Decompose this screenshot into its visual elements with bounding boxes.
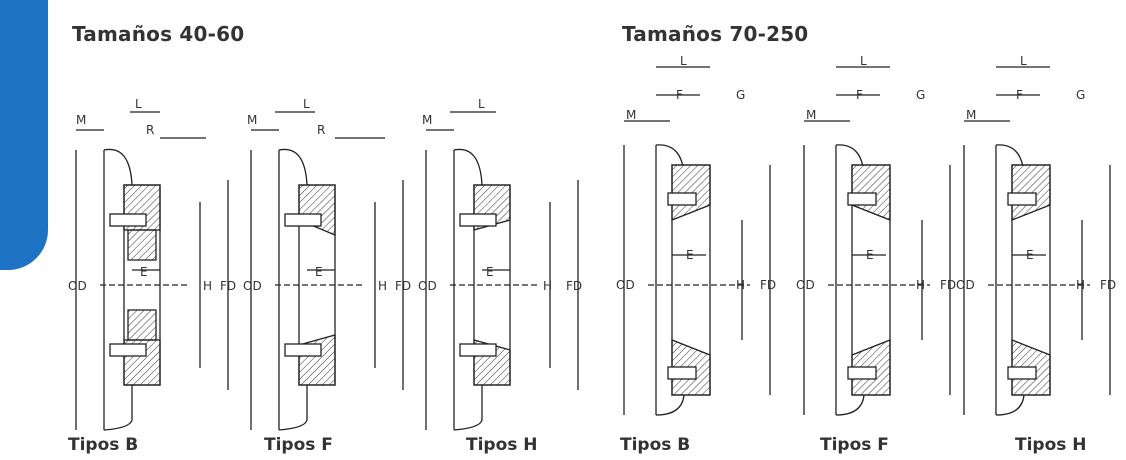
label-m: M [806, 108, 816, 122]
label-l: L [135, 97, 142, 111]
label-r: R [146, 123, 154, 137]
group-title-small-sizes: Tamaños 40-60 [72, 22, 245, 46]
label-fd: FD [220, 279, 236, 293]
label-e: E [140, 265, 148, 279]
label-e: E [315, 265, 323, 279]
label-h: H [543, 279, 552, 293]
label-fd: FD [1100, 278, 1116, 292]
label-od: OD [68, 279, 87, 293]
label-f: F [856, 88, 863, 102]
label-g: G [1076, 88, 1085, 102]
label-m: M [966, 108, 976, 122]
label-l: L [478, 97, 485, 111]
label-e: E [686, 248, 694, 262]
label-m: M [76, 113, 86, 127]
label-g: G [916, 88, 925, 102]
label-od: OD [956, 278, 975, 292]
blue-side-tab [0, 0, 48, 270]
drawing-small-tipo-f: OD H FD E L M R [243, 97, 411, 431]
label-f: F [1016, 88, 1023, 102]
label-h: H [203, 279, 212, 293]
label-od: OD [418, 279, 437, 293]
label-e: E [866, 248, 874, 262]
label-r: R [317, 123, 325, 137]
label-h: H [1076, 278, 1085, 292]
label-h: H [916, 278, 925, 292]
label-m: M [422, 113, 432, 127]
drawing-large-tipo-b: OD H FD E L F G M [616, 55, 776, 416]
label-e: E [486, 265, 494, 279]
drawing-small-tipo-b: OD H FD E L M R [68, 97, 236, 431]
drawing-large-tipo-f: OD H FD E L F G M [796, 55, 956, 416]
label-fd: FD [760, 278, 776, 292]
label-l: L [680, 55, 687, 68]
caption-small-tipo-f: Tipos F [264, 435, 333, 455]
label-l: L [860, 55, 867, 68]
label-m: M [626, 108, 636, 122]
drawing-large-tipo-h: OD H FD E L F G M [956, 55, 1116, 416]
caption-large-tipo-f: Tipos F [820, 435, 889, 455]
label-fd: FD [940, 278, 956, 292]
label-l: L [303, 97, 310, 111]
caption-small-tipo-b: Tipos B [68, 435, 139, 455]
label-h: H [378, 279, 387, 293]
label-m: M [247, 113, 257, 127]
label-fd: FD [395, 279, 411, 293]
label-od: OD [796, 278, 815, 292]
caption-large-tipo-h: Tipos H [1015, 435, 1087, 455]
label-fd: FD [566, 279, 582, 293]
caption-small-tipo-h: Tipos H [466, 435, 538, 455]
drawing-small-tipo-h: OD H FD E L M [418, 97, 582, 431]
label-h: H [736, 278, 745, 292]
label-e: E [1026, 248, 1034, 262]
caption-large-tipo-b: Tipos B [620, 435, 691, 455]
label-od: OD [616, 278, 635, 292]
group-title-large-sizes: Tamaños 70-250 [622, 22, 809, 46]
label-f: F [676, 88, 683, 102]
label-l: L [1020, 55, 1027, 68]
label-g: G [736, 88, 745, 102]
label-od: OD [243, 279, 262, 293]
